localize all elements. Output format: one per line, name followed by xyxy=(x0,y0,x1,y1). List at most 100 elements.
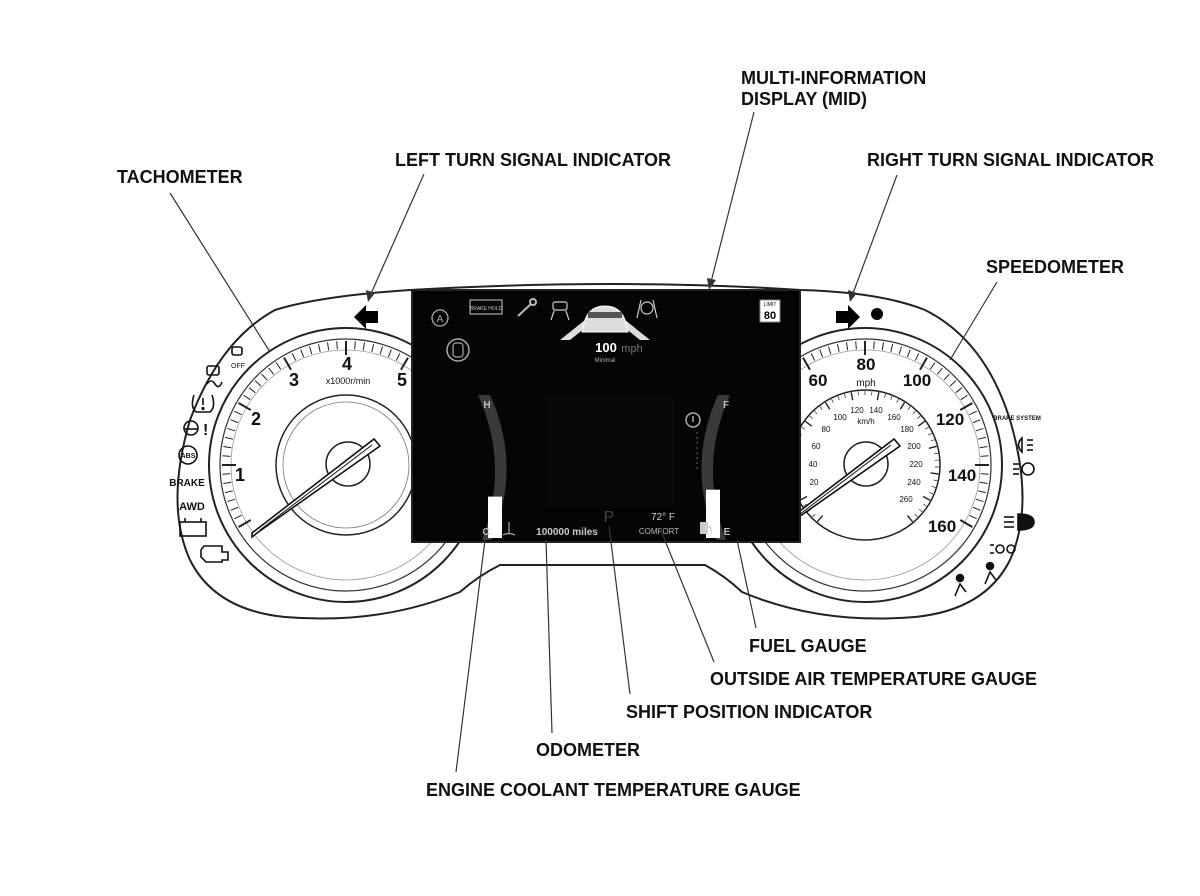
dial-tick xyxy=(243,394,251,401)
speed-limit-value: 80 xyxy=(764,310,776,322)
mph-number-80: 80 xyxy=(857,355,876,374)
leader-shift xyxy=(608,525,631,695)
dial-tick xyxy=(960,394,968,401)
dial-tick xyxy=(803,503,808,507)
brake-label: BRAKE xyxy=(169,478,205,489)
dial-tick xyxy=(801,426,806,430)
leader-odometer xyxy=(545,539,553,734)
dial-tick xyxy=(919,357,928,371)
dial-tick xyxy=(227,427,236,432)
dial-tick xyxy=(268,367,275,375)
dial-tick xyxy=(969,410,977,416)
dial-tick xyxy=(224,490,234,494)
dial-tick xyxy=(362,342,365,351)
tach-number-3: 3 xyxy=(289,370,299,390)
dial-tick xyxy=(227,498,236,503)
dial-tick xyxy=(261,373,268,381)
mph-number-120: 120 xyxy=(936,410,964,429)
road-departure-icon xyxy=(446,338,470,362)
tachometer-needle xyxy=(251,437,382,539)
dial-tick xyxy=(809,415,813,419)
leader-outside-temp xyxy=(659,527,715,663)
kmh-number-100: 100 xyxy=(833,413,847,422)
fuel-full-label: F xyxy=(723,400,729,411)
leader-tachometer xyxy=(169,192,271,353)
leader-fuel xyxy=(736,539,757,629)
lane-keep-icon xyxy=(550,301,570,321)
dial-tick xyxy=(914,353,920,361)
outside-temp-readout: 72° F xyxy=(651,512,675,523)
label-tachometer: TACHOMETER xyxy=(117,167,243,187)
label-outside-air-temp: OUTSIDE AIR TEMPERATURE GAUGE xyxy=(710,669,1038,689)
mph-number-160: 160 xyxy=(928,517,956,536)
dial-tick xyxy=(802,357,811,371)
drive-mode-readout: COMFORT xyxy=(639,527,679,536)
dial-tick xyxy=(930,472,939,475)
mid-speed-unit: mph xyxy=(621,343,642,355)
kmh-number-120: 120 xyxy=(850,406,864,415)
dial-tick xyxy=(395,353,401,361)
dial-tick xyxy=(223,446,232,449)
dial-tick xyxy=(881,342,884,351)
dial-tick xyxy=(230,419,239,424)
dial-tick xyxy=(283,357,292,371)
label-right-turn-signal: RIGHT TURN SIGNAL INDICATOR xyxy=(867,150,1154,170)
dial-tick xyxy=(898,346,903,355)
dial-tick xyxy=(933,479,938,482)
dial-tick xyxy=(979,446,988,449)
label-speedometer: SPEEDOMETER xyxy=(986,257,1125,277)
steering-warning-icon: ! xyxy=(183,420,208,439)
dial-tick xyxy=(810,353,816,361)
dial-tick xyxy=(827,346,832,355)
kmh-numbers: 20 40 60 80 100 120 140 160 180 200 220 … xyxy=(809,406,924,504)
passenger-seatbelt-icon xyxy=(984,561,997,585)
mid-speed-sub: Minimal xyxy=(595,358,616,364)
coolant-cold-label: C xyxy=(482,527,489,538)
arrowhead-mid xyxy=(707,278,716,290)
dial-tick xyxy=(224,436,234,440)
tachometer-unit: x1000r/min xyxy=(326,376,371,386)
dial-tick xyxy=(959,402,973,411)
dial-tick xyxy=(799,495,808,501)
kmh-number-20: 20 xyxy=(810,478,819,487)
leader-speedometer xyxy=(949,281,998,361)
brake-system-label-group: BRAKE SYSTEM xyxy=(993,416,1041,422)
dial-tick xyxy=(291,353,297,361)
leader-mid xyxy=(709,111,755,287)
dial-tick xyxy=(979,481,988,484)
dial-tick xyxy=(934,452,939,455)
kmh-number-60: 60 xyxy=(812,442,821,451)
dial-tick xyxy=(254,380,262,387)
dial-tick xyxy=(969,514,977,520)
leader-left-turn xyxy=(369,173,425,297)
mph-number-60: 60 xyxy=(809,371,828,390)
label-mid-line2: DISPLAY (MID) xyxy=(741,89,868,109)
dial-tick xyxy=(387,349,392,358)
coolant-gauge-fill xyxy=(488,496,502,538)
leader-right-turn xyxy=(851,174,898,297)
dial-tick xyxy=(977,490,987,494)
tire-pressure-icon xyxy=(191,394,215,413)
right-turn-signal-icon xyxy=(836,305,860,329)
tach-number-5: 5 xyxy=(397,370,407,390)
dial-tick xyxy=(917,415,921,419)
label-shift-position: SHIFT POSITION INDICATOR xyxy=(626,702,873,722)
dial-tick xyxy=(222,473,231,475)
check-engine-icon xyxy=(200,545,229,563)
kmh-unit: km/h xyxy=(857,417,874,426)
dial-tick xyxy=(831,398,834,403)
dial-tick xyxy=(844,393,846,398)
dial-tick xyxy=(816,515,824,523)
kmh-number-260: 260 xyxy=(899,495,913,504)
dial-tick xyxy=(371,343,375,353)
svg-text:!: ! xyxy=(203,422,208,439)
odometer-readout: 100000 miles xyxy=(536,527,598,538)
dial-tick xyxy=(890,343,894,353)
mph-number-140: 140 xyxy=(948,466,976,485)
dial-tick xyxy=(804,420,813,427)
dial-tick xyxy=(959,519,973,528)
abs-label: ABS xyxy=(181,453,196,460)
dial-tick xyxy=(929,362,936,370)
tach-number-1: 1 xyxy=(235,465,245,485)
dial-tick xyxy=(275,362,282,370)
